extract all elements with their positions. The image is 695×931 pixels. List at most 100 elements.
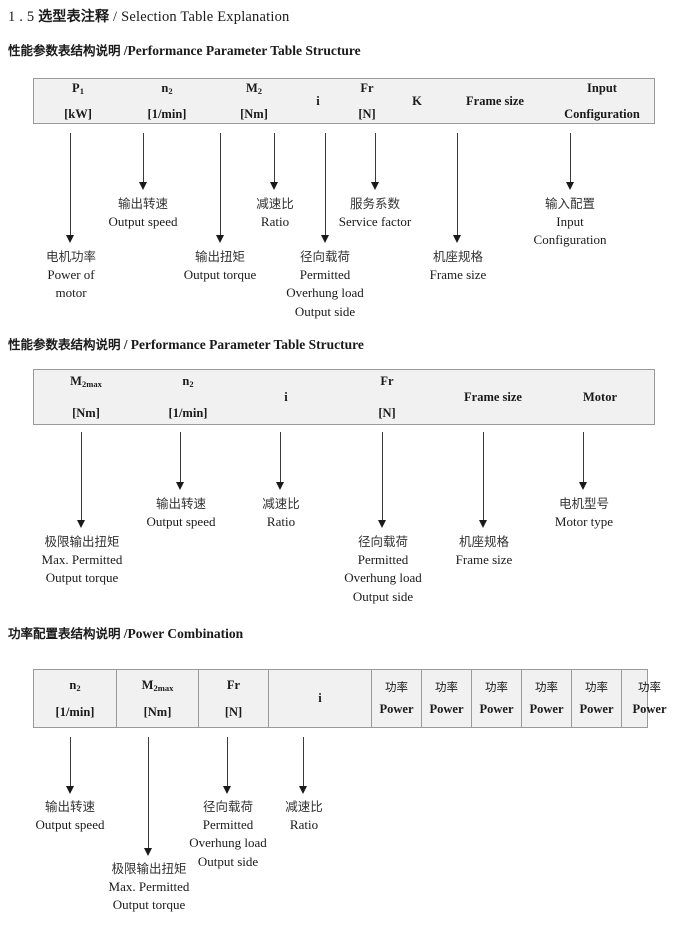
annotation-motor-type-cn: 电机型号 [558, 496, 609, 511]
table3-col-power-4-cn: 功率 [535, 680, 558, 695]
section-heading-3-sep: / [123, 626, 128, 641]
table3-col-n2-sub: 2 [76, 682, 81, 693]
annotation-permitted-overhung-load-2-en-3: Output side [352, 588, 414, 604]
table3-col-power-5-unit: Power [579, 701, 614, 716]
annotation-permitted-overhung-load-3-en-3: Output side [197, 853, 259, 869]
annotation-permitted-overhung-load-3-en-2: Overhung load [189, 835, 267, 851]
annotation-output-speed-2-en-1: Output speed [146, 513, 216, 529]
table1-col-m2-unit: [Nm] [240, 106, 268, 121]
table2-col-n2-sub: 2 [189, 379, 194, 390]
annotation-power-of-motor-cn: 电机功率 [45, 249, 96, 264]
annotation-frame-size-2-en-1: Frame size [455, 551, 513, 567]
arrow-permitted-overhung-load [321, 133, 330, 243]
annotation-frame-size-en-1: Frame size [429, 266, 487, 282]
annotation-output-torque-cn: 输出扭矩 [194, 249, 245, 264]
annotation-frame-size: 机座规格 Frame size [403, 248, 513, 284]
annotation-output-torque-en-1: Output torque [183, 266, 257, 282]
arrow-permitted-overhung-load-2 [378, 432, 387, 528]
table3-col-n2-symbol: n2 [69, 677, 81, 693]
annotation-frame-size-cn: 机座规格 [432, 249, 483, 264]
table2-col-motor: Motor [546, 370, 654, 424]
table2-col-fr: Fr [N] [334, 370, 440, 424]
table1-col-n2: n2 [1/min] [122, 79, 212, 123]
section-heading-2-en: Performance Parameter Table Structure [130, 337, 364, 352]
arrow-output-torque [216, 133, 225, 243]
section-heading-3-cn: 功率配置表结构说明 [8, 626, 121, 641]
annotation-power-of-motor-en-1: Power of [47, 266, 95, 282]
table2-col-n2-symbol: n2 [182, 374, 194, 390]
arrow-frame-size-2 [479, 432, 488, 528]
table1-col-input-configuration-unit: Configuration [564, 106, 640, 121]
table3-col-power-5: 功率 Power [572, 670, 622, 727]
table1-col-fr-unit: [N] [358, 106, 376, 121]
table3-col-m2max-sub: 2max [153, 682, 174, 693]
arrow-power-of-motor [66, 133, 75, 243]
annotation-input-configuration: 输入配置 Input Configuration [515, 195, 625, 250]
table1-col-frame-size: Frame size [440, 79, 550, 123]
table2-col-m2max: M2max [Nm] [34, 370, 138, 424]
table1-col-m2-sub: 2 [257, 86, 263, 97]
table3-col-power-3: 功率 Power [472, 670, 522, 727]
annotation-output-speed-en-1: Output speed [108, 213, 178, 229]
table1-col-p1-sub: 1 [79, 86, 84, 97]
table2-col-motor-symbol: Motor [582, 389, 617, 404]
annotation-motor-type-en-1: Motor type [554, 513, 614, 529]
annotation-ratio-en-1: Ratio [260, 213, 290, 229]
table2-col-frame-size-symbol: Frame size [464, 389, 522, 404]
table3-col-m2max-symbol: M2max [141, 677, 174, 693]
table1-col-fr-symbol: Fr [360, 81, 374, 96]
arrow-ratio [270, 133, 279, 190]
arrow-motor-type [579, 432, 588, 490]
annotation-power-of-motor-en-2: motor [55, 285, 87, 301]
table3-col-power-3-cn: 功率 [485, 680, 508, 695]
annotation-ratio-3: 减速比 Ratio [259, 798, 349, 834]
arrow-input-configuration [566, 133, 575, 190]
section-heading-2-sep: / [123, 337, 128, 352]
table3-col-n2: n2 [1/min] [34, 670, 117, 727]
table3-col-power-5-cn: 功率 [585, 680, 608, 695]
annotation-permitted-overhung-load-en-2: Overhung load [286, 285, 364, 301]
annotation-permitted-overhung-load-3-en-1: Permitted [202, 816, 254, 832]
table1-col-p1-symbol: P1 [72, 81, 84, 97]
table3-col-fr: Fr [N] [199, 670, 269, 727]
section-heading-1-sep: / [123, 43, 128, 58]
annotation-output-speed-3-cn: 输出转速 [44, 799, 95, 814]
arrow-max-permitted-output-torque-3 [144, 737, 153, 856]
annotation-max-permitted-output-torque-3-en-1: Max. Permitted [108, 878, 190, 894]
annotation-max-permitted-output-torque-en-1: Max. Permitted [41, 551, 123, 567]
table3-col-m2max: M2max [Nm] [117, 670, 199, 727]
table1-col-k: K [394, 79, 440, 123]
table2-col-m2max-unit: [Nm] [72, 405, 100, 420]
annotation-permitted-overhung-load-en-3: Output side [294, 303, 356, 319]
arrow-permitted-overhung-load-3 [223, 737, 232, 794]
annotation-power-of-motor: 电机功率 Power of motor [16, 248, 126, 303]
section-heading-1-cn: 性能参数表结构说明 [8, 43, 121, 58]
annotation-frame-size-2: 机座规格 Frame size [429, 533, 539, 569]
annotation-ratio-3-en-1: Ratio [289, 816, 319, 832]
table3-col-power-6: 功率 Power [622, 670, 677, 727]
table2-col-fr-unit: [N] [378, 405, 396, 420]
table1-col-k-symbol: K [412, 93, 422, 108]
performance-parameter-table-2: M2max [Nm] n2 [1/min] i Fr [N] Frame siz… [33, 369, 655, 425]
page-title-en: Selection Table Explanation [121, 9, 290, 25]
table2-col-m2max-symbol: M2max [70, 374, 102, 390]
table3-col-power-4-unit: Power [529, 701, 564, 716]
table1-col-i: i [296, 79, 340, 123]
annotation-input-configuration-cn: 输入配置 [544, 196, 595, 211]
annotation-input-configuration-en-2: Configuration [533, 232, 607, 248]
table3-col-power-6-unit: Power [632, 701, 667, 716]
arrow-max-permitted-output-torque [77, 432, 86, 528]
table2-col-i-symbol: i [284, 389, 288, 404]
table1-col-fr: Fr [N] [340, 79, 394, 123]
section-heading-1: 性能参数表结构说明 /Performance Parameter Table S… [8, 40, 361, 59]
annotation-output-speed: 输出转速 Output speed [88, 195, 198, 231]
table1-col-n2-symbol: n2 [161, 81, 173, 97]
annotation-output-speed-3: 输出转速 Output speed [15, 798, 125, 834]
annotation-motor-type: 电机型号 Motor type [529, 495, 639, 531]
table1-col-i-symbol: i [316, 93, 320, 108]
annotation-service-factor-en-1: Service factor [338, 213, 412, 229]
annotation-max-permitted-output-torque-en-2: Output torque [45, 570, 119, 586]
arrow-ratio-3 [299, 737, 308, 794]
annotation-permitted-overhung-load-2: 径向载荷 Permitted Overhung load Output side [328, 533, 438, 606]
table3-col-i: i [269, 670, 372, 727]
